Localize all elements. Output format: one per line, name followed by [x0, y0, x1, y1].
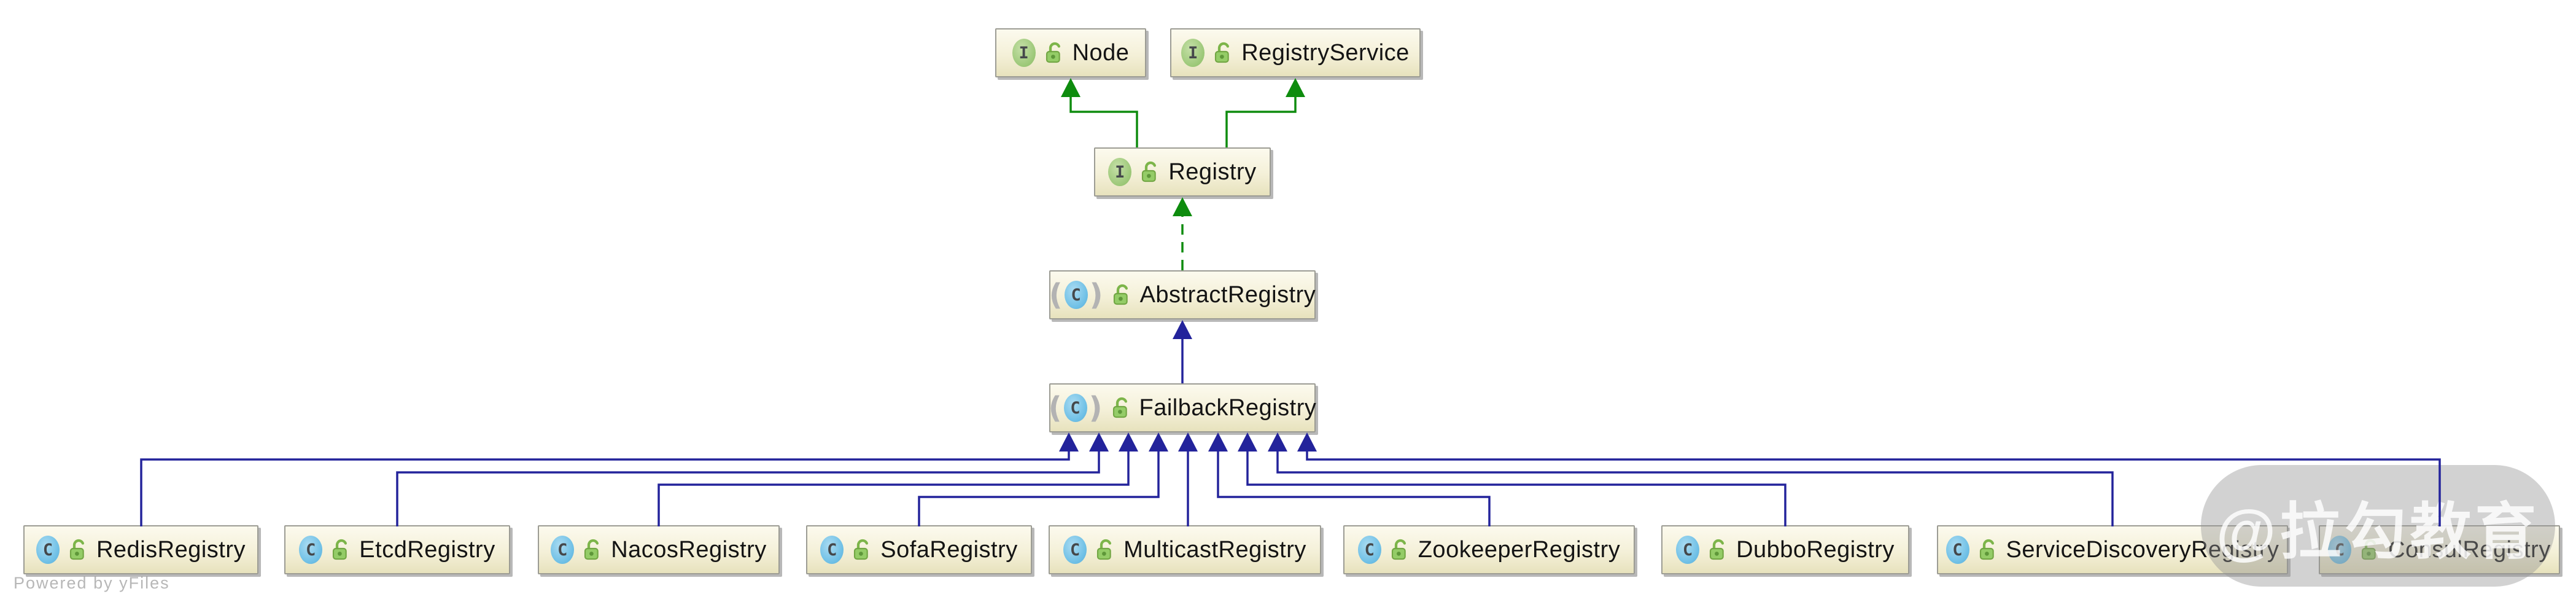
class-node-redis-registry[interactable]: C RedisRegistry: [23, 525, 258, 574]
arrowhead-ConsulRegistry-to-FailbackRegistry: [1297, 432, 1317, 452]
public-lock-icon: [1390, 538, 1410, 561]
abstract-marker-left: (: [1049, 278, 1063, 312]
node-type-badge: C: [2328, 536, 2352, 564]
node-label: ZookeeperRegistry: [1418, 536, 1621, 563]
public-lock-icon: [1708, 538, 1728, 561]
arrowhead-EtcdRegistry-to-FailbackRegistry: [1089, 432, 1109, 452]
class-node-zookeeper-registry[interactable]: C ZookeeperRegistry: [1343, 525, 1635, 574]
class-icon: C: [551, 536, 575, 564]
node-type-badge: C: [1357, 536, 1381, 564]
class-node-dubbo-registry[interactable]: C DubboRegistry: [1661, 525, 1909, 574]
node-label: FailbackRegistry: [1139, 394, 1317, 421]
arrowhead-ServiceDiscoveryRegistry-to-FailbackRegistry: [1268, 432, 1287, 452]
node-label: DubboRegistry: [1736, 536, 1895, 563]
class-node-etcd-registry[interactable]: C EtcdRegistry: [284, 525, 510, 574]
edge-EtcdRegistry-to-FailbackRegistry: [396, 451, 1100, 526]
class-icon: C: [1063, 536, 1087, 564]
class-icon: C: [1064, 281, 1088, 309]
class-node-multicast-registry[interactable]: C MulticastRegistry: [1049, 525, 1321, 574]
public-lock-icon: [583, 538, 602, 561]
arrowhead-RedisRegistry-to-FailbackRegistry: [1059, 432, 1079, 452]
arrowhead-MulticastRegistry-to-FailbackRegistry: [1178, 432, 1198, 452]
interface-node-registry[interactable]: I Registry: [1094, 147, 1271, 197]
public-lock-icon: [1044, 41, 1064, 64]
arrowhead-FailbackRegistry-to-AbstractRegistry: [1173, 320, 1192, 339]
edge-NacosRegistry-to-FailbackRegistry: [658, 451, 1130, 526]
edge-ZookeeperRegistry-to-FailbackRegistry: [1217, 451, 1491, 526]
node-type-badge: I: [1108, 158, 1132, 186]
public-lock-icon: [1140, 160, 1160, 184]
class-icon: C: [820, 536, 844, 564]
edge-Registry-to-Node: [1069, 95, 1138, 147]
node-type-badge: (C): [1048, 391, 1103, 425]
public-lock-icon: [1095, 538, 1115, 561]
class-icon: C: [1357, 536, 1381, 564]
node-label: AbstractRegistry: [1139, 281, 1316, 308]
node-type-badge: C: [1676, 536, 1700, 564]
class-icon: C: [36, 536, 60, 564]
arrowhead-Registry-to-RegistryService: [1286, 78, 1305, 97]
edge-Registry-to-RegistryService: [1225, 95, 1297, 147]
edge-DubboRegistry-to-FailbackRegistry: [1246, 451, 1787, 526]
yfiles-attribution: Powered by yFiles: [14, 574, 170, 592]
public-lock-icon: [2360, 538, 2380, 561]
abstract-marker-right: ): [1089, 278, 1103, 312]
arrowhead-DubboRegistry-to-FailbackRegistry: [1238, 432, 1257, 452]
interface-node-registry-service[interactable]: I RegistryService: [1170, 28, 1421, 77]
public-lock-icon: [1978, 538, 1998, 561]
node-type-badge: I: [1012, 39, 1036, 67]
interface-icon: I: [1012, 39, 1036, 67]
edge-SofaRegistry-to-FailbackRegistry: [918, 451, 1160, 526]
public-lock-icon: [1111, 396, 1131, 420]
class-icon: C: [1063, 394, 1087, 422]
arrowhead-NacosRegistry-to-FailbackRegistry: [1119, 432, 1138, 452]
interface-icon: I: [1181, 39, 1205, 67]
node-type-badge: C: [299, 536, 323, 564]
node-label: RedisRegistry: [96, 536, 246, 563]
class-node-failback-registry[interactable]: (C) FailbackRegistry: [1049, 383, 1316, 432]
interface-icon: I: [1108, 158, 1132, 186]
node-label: Node: [1072, 39, 1130, 66]
class-icon: C: [299, 536, 323, 564]
node-type-badge: I: [1181, 39, 1205, 67]
node-type-badge: C: [820, 536, 844, 564]
node-type-badge: (C): [1049, 278, 1103, 312]
public-lock-icon: [1213, 41, 1233, 64]
node-label: MulticastRegistry: [1123, 536, 1306, 563]
class-icon: C: [2328, 536, 2352, 564]
arrowhead-ZookeeperRegistry-to-FailbackRegistry: [1208, 432, 1228, 452]
node-label: SofaRegistry: [880, 536, 1018, 563]
arrowhead-AbstractRegistry-to-Registry: [1173, 197, 1192, 216]
class-node-consul-registry[interactable]: C ConsulRegistry: [2319, 525, 2560, 574]
node-label: NacosRegistry: [611, 536, 767, 563]
edge-ServiceDiscoveryRegistry-to-FailbackRegistry: [1276, 451, 2114, 526]
arrowhead-Registry-to-Node: [1061, 78, 1080, 97]
edge-RedisRegistry-to-FailbackRegistry: [140, 451, 1070, 526]
node-type-badge: C: [36, 536, 60, 564]
public-lock-icon: [1112, 283, 1131, 307]
node-label: Registry: [1168, 158, 1257, 185]
class-icon: C: [1946, 536, 1969, 564]
class-node-sofa-registry[interactable]: C SofaRegistry: [806, 525, 1032, 574]
node-label: EtcdRegistry: [359, 536, 495, 563]
class-node-nacos-registry[interactable]: C NacosRegistry: [538, 525, 780, 574]
abstract-marker-right: ): [1088, 391, 1103, 425]
node-type-badge: C: [1063, 536, 1087, 564]
watermark-badge: @拉勾教育: [2201, 465, 2555, 587]
node-type-badge: C: [1946, 536, 1969, 564]
watermark-text: @拉勾教育: [2216, 497, 2540, 566]
arrowhead-SofaRegistry-to-FailbackRegistry: [1149, 432, 1168, 452]
node-label: ConsulRegistry: [2388, 536, 2551, 563]
node-label: RegistryService: [1241, 39, 1410, 66]
public-lock-icon: [852, 538, 872, 561]
class-node-service-discovery-registry[interactable]: C ServiceDiscoveryRegistry: [1937, 525, 2288, 574]
interface-node-node[interactable]: I Node: [995, 28, 1146, 77]
node-label: ServiceDiscoveryRegistry: [2006, 536, 2279, 563]
abstract-marker-left: (: [1048, 391, 1062, 425]
class-node-abstract-registry[interactable]: (C) AbstractRegistry: [1049, 270, 1316, 319]
public-lock-icon: [331, 538, 351, 561]
node-type-badge: C: [551, 536, 575, 564]
public-lock-icon: [68, 538, 88, 561]
class-icon: C: [1676, 536, 1700, 564]
